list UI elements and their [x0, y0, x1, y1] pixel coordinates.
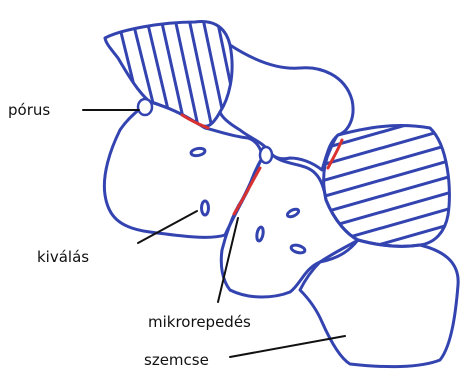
label-pore: pórus — [8, 101, 50, 119]
pore-left — [138, 99, 152, 115]
grain-top-right — [220, 45, 353, 170]
label-microcrack: mikrorepedés — [148, 313, 251, 331]
precipitate — [286, 208, 299, 219]
microcrack-center — [234, 168, 260, 214]
precipitate — [190, 147, 205, 156]
precipitate — [256, 227, 264, 242]
microcracks — [182, 115, 342, 214]
grain-bottom-right — [300, 240, 458, 367]
label-grain: szemcse — [144, 351, 209, 369]
precipitate — [290, 244, 305, 254]
label-precipitate: kiválás — [37, 248, 89, 266]
precipitate — [202, 201, 209, 215]
pore-center — [260, 147, 272, 163]
grain-left-large — [104, 102, 262, 237]
labels: pórus kiválás mikrorepedés szemcse — [8, 101, 251, 369]
leader-precipitate — [138, 211, 197, 243]
leader-grain — [230, 336, 345, 357]
